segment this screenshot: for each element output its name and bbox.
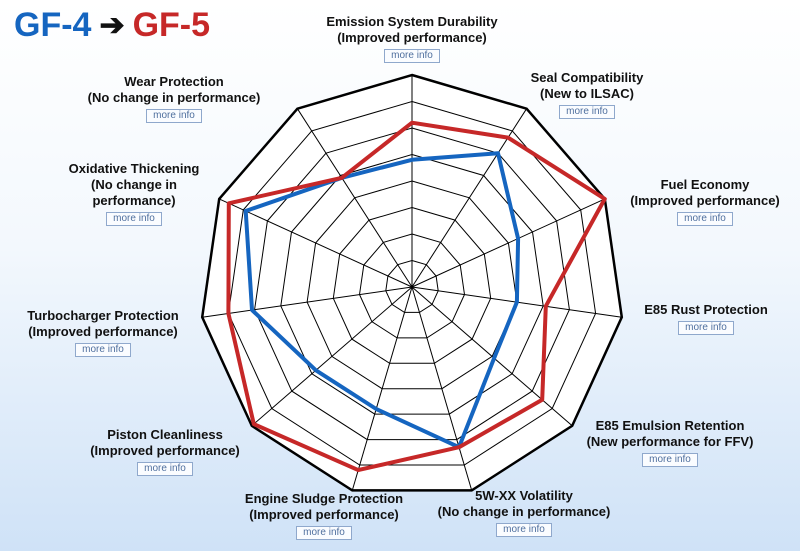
more-info-button[interactable]: more info xyxy=(137,462,193,476)
axis-label-e85-rust: E85 Rust Protection more info xyxy=(644,302,768,335)
more-info-button[interactable]: more info xyxy=(75,343,131,357)
axis-label-turbocharger: Turbocharger Protection (Improved perfor… xyxy=(27,308,179,357)
legend-gf5: GF-5 xyxy=(132,6,211,44)
radar-ring xyxy=(358,233,466,339)
legend: GF-4 ➔ GF-5 xyxy=(14,6,210,45)
axis-label-piston-cleanliness: Piston Cleanliness (Improved performance… xyxy=(90,427,240,476)
arrow-right-icon: ➔ xyxy=(99,9,125,42)
radar-spoke xyxy=(202,286,413,318)
radar-ring xyxy=(254,127,570,441)
more-info-button[interactable]: more info xyxy=(106,212,162,226)
radar-spoke xyxy=(218,198,413,288)
series-gf-4-line xyxy=(243,151,521,450)
axis-label-oxidative-thickening: Oxidative Thickening (No change in perfo… xyxy=(68,161,200,226)
more-info-button[interactable]: more info xyxy=(296,526,352,540)
radar-spoke xyxy=(411,286,573,427)
radar-spoke xyxy=(351,286,413,491)
radar-spoke xyxy=(411,198,606,288)
radar-ring xyxy=(385,259,439,313)
axis-label-engine-sludge: Engine Sludge Protection (Improved perfo… xyxy=(244,491,404,540)
legend-gf4: GF-4 xyxy=(14,6,92,44)
radar-ring xyxy=(306,180,518,390)
axis-label-fuel-economy: Fuel Economy (Improved performance) more… xyxy=(630,177,780,226)
radar-spoke xyxy=(296,108,413,288)
axis-label-e85-emulsion: E85 Emulsion Retention (New performance … xyxy=(586,418,754,467)
radar-ring xyxy=(332,206,492,364)
axis-label-5w-volatility: 5W-XX Volatility (No change in performan… xyxy=(437,488,611,537)
more-info-button[interactable]: more info xyxy=(642,453,698,467)
series-gf-5-line xyxy=(226,120,607,473)
more-info-button[interactable]: more info xyxy=(496,523,552,537)
axis-label-seal-compatibility: Seal Compatibility (New to ILSAC) more i… xyxy=(530,70,644,119)
more-info-button[interactable]: more info xyxy=(146,109,202,123)
more-info-button[interactable]: more info xyxy=(559,105,615,119)
more-info-button[interactable]: more info xyxy=(384,49,440,63)
radar-grid xyxy=(200,73,624,492)
radar-ring xyxy=(280,153,544,415)
radar-series xyxy=(226,120,607,473)
axis-label-wear-protection: Wear Protection (No change in performanc… xyxy=(87,74,261,123)
radar-spoke xyxy=(251,286,413,427)
axis-label-emission-durability: Emission System Durability (Improved per… xyxy=(326,14,498,63)
more-info-button[interactable]: more info xyxy=(678,321,734,335)
radar-spoke xyxy=(411,286,473,491)
more-info-button[interactable]: more info xyxy=(677,212,733,226)
